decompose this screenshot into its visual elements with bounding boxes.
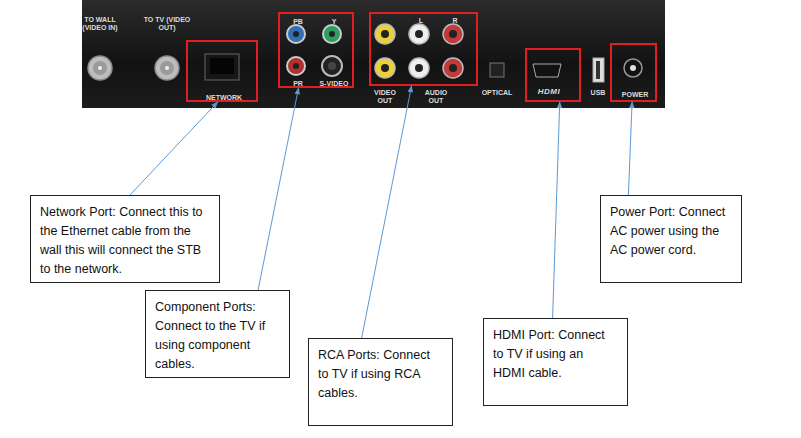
device-panel: TO WALL (VIDEO IN) TO TV (VIDEO OUT) VIDEO… [82,0,665,108]
callout-box: HDMI Port: Connect to TV if using an HDM… [483,318,628,406]
port-label: USB [586,89,610,97]
port-label: PB [288,18,308,26]
leader-arrow [362,86,412,338]
highlight-box: HDMI [525,48,581,102]
leader-arrow [130,102,218,195]
callout-text: RCA Ports: Connect to TV if using RCA ca… [318,346,443,403]
leader-arrow [258,88,298,290]
callout-box: Component Ports: Connect to the TV if us… [145,290,290,378]
callout-box: Power Port: Connect AC power using the A… [600,195,742,283]
port-label: TO TV (VIDEO OUT) [143,16,191,32]
port-label: TO WALL (VIDEO IN) [80,16,120,32]
callout-text: Network Port: Connect this to the Ethern… [40,203,210,279]
highlight-box: NETWORK [186,40,258,102]
port-label: NETWORK [194,94,254,102]
port-label: S-VIDEO [314,80,354,88]
port-label: HDMI [527,88,571,96]
highlight-box: LR [369,12,478,86]
highlight-box: POWER [610,43,657,102]
port-label: PR [288,80,308,88]
port-label: VIDEO OUT [370,89,400,105]
port-label: R [449,17,461,25]
highlight-box: PB Y PR S-VIDEO [278,12,354,88]
leader-arrow [628,102,632,195]
callout-text: HDMI Port: Connect to TV if using an HDM… [493,326,618,383]
port-label: L [415,17,427,25]
port-label: POWER [615,91,655,99]
callout-text: Component Ports: Connect to the TV if us… [155,298,280,374]
port-label: Y [324,18,344,26]
callout-box: Network Port: Connect this to the Ethern… [30,195,220,283]
port-label: AUDIO OUT [420,89,452,105]
leader-arrow [553,102,560,318]
callout-box: RCA Ports: Connect to TV if using RCA ca… [308,338,453,426]
port-label: OPTICAL [477,89,517,97]
callout-text: Power Port: Connect AC power using the A… [610,203,732,260]
